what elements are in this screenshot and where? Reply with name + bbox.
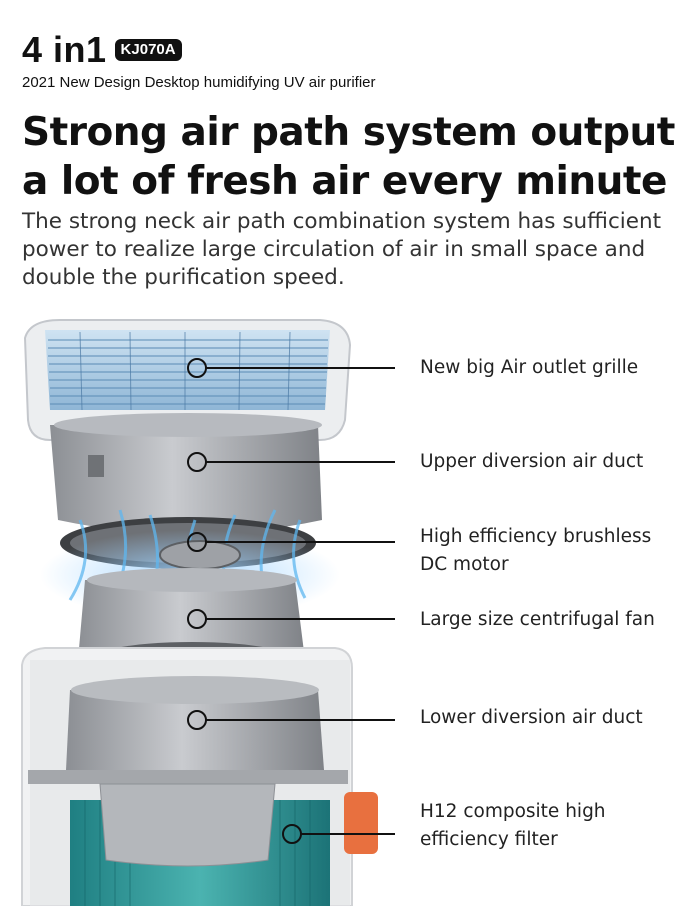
headline: Strong air path system output a lot of f… <box>22 108 675 206</box>
label-h12-filter-line-1: H12 composite high <box>420 801 606 822</box>
label-h12-filter-line-2: efficiency filter <box>420 829 558 850</box>
air-outlet-grille <box>23 319 352 441</box>
label-outlet-grille-text: New big Air outlet grille <box>420 357 639 378</box>
label-upper-duct-text: Upper diversion air duct <box>420 451 644 472</box>
headline-line-2: a lot of fresh air every minute <box>22 159 668 204</box>
label-motor-line-2: DC motor <box>420 554 509 575</box>
headline-line-1: Strong air path system output <box>22 110 675 155</box>
purifier-exploded-illustration <box>21 319 378 906</box>
label-upper-duct: Upper diversion air duct <box>420 448 643 476</box>
model-badge: KJ070A <box>114 39 182 61</box>
filter-pull-tab <box>344 792 378 854</box>
h12-filter <box>70 783 330 906</box>
label-lower-duct-text: Lower diversion air duct <box>420 707 643 728</box>
label-lower-duct: Lower diversion air duct <box>420 704 643 732</box>
label-centrifugal-fan-text: Large size centrifugal fan <box>420 609 655 630</box>
description-line-3: double the purification speed. <box>22 265 345 290</box>
description: The strong neck air path combination sys… <box>22 208 672 292</box>
brand-row: 4 in1 KJ070A <box>22 32 182 68</box>
label-outlet-grille: New big Air outlet grille <box>420 354 638 382</box>
product-subtitle: 2021 New Design Desktop humidifying UV a… <box>22 74 376 91</box>
brand-title: 4 in1 <box>22 29 107 70</box>
description-line-1: The strong neck air path combination sys… <box>22 209 662 234</box>
brushless-motor <box>159 540 241 570</box>
label-centrifugal-fan: Large size centrifugal fan <box>420 606 655 634</box>
label-h12-filter: H12 composite high efficiency filter <box>420 798 606 854</box>
label-motor-line-1: High efficiency brushless <box>420 526 652 547</box>
label-motor: High efficiency brushless DC motor <box>420 523 651 579</box>
description-line-2: power to realize large circulation of ai… <box>22 237 646 262</box>
